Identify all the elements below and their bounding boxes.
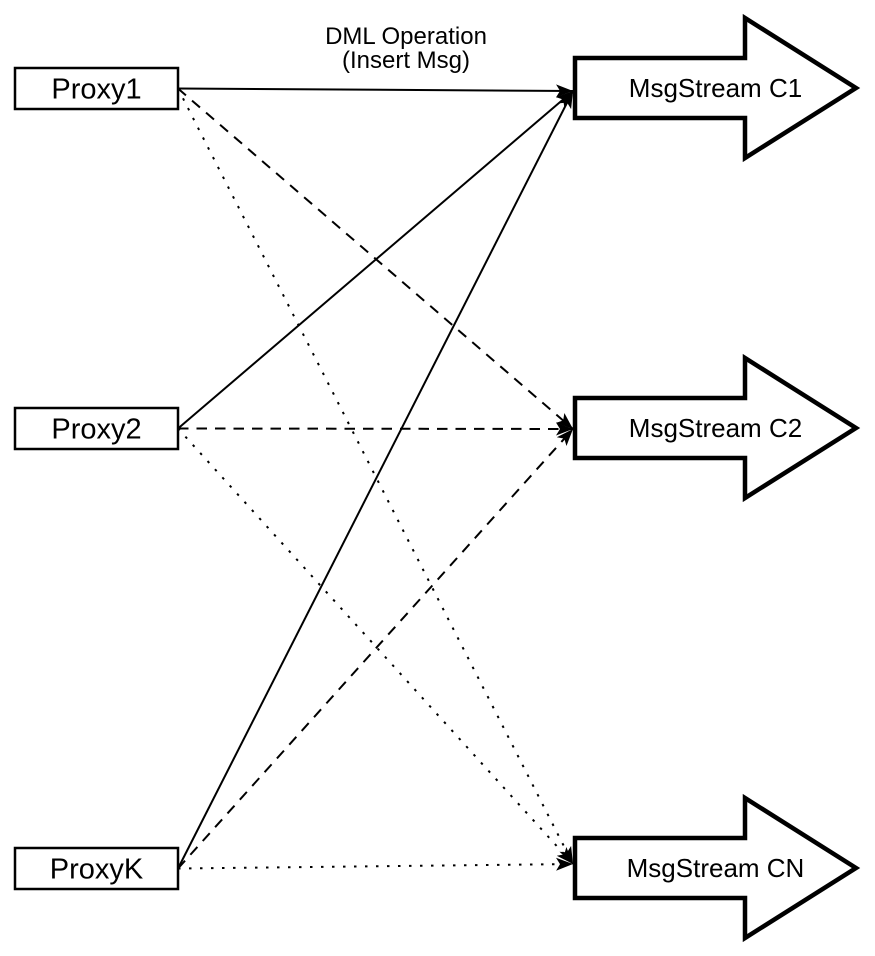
proxy-box <box>13 406 180 451</box>
block-arrow-shape <box>572 793 861 943</box>
edge-proxy1-c1 <box>177 84 574 98</box>
block-arrow-shape <box>572 13 861 163</box>
stream-node-c1: MsgStream C1 <box>572 13 861 163</box>
stream-nodes-layer: MsgStream C1 MsgStream C2 MsgStream CN <box>572 13 861 943</box>
edge-proxy1-cn <box>177 88 574 865</box>
proxy-label: ProxyK <box>50 854 144 886</box>
edge-proxy2-c2 <box>177 422 574 436</box>
proxy-node-proxy2: Proxy2 <box>13 406 180 451</box>
proxy-box <box>13 846 180 891</box>
edge-proxy1-c2 <box>177 87 574 430</box>
stream-label: MsgStream C1 <box>629 73 802 103</box>
edge-proxyk-c2 <box>177 428 574 870</box>
proxy-node-proxyk: ProxyK <box>13 846 180 891</box>
edge-proxyk-c1 <box>177 90 574 869</box>
proxy-label: Proxy2 <box>51 414 141 446</box>
block-arrow-shape <box>572 353 861 503</box>
dml-operation-label-line2: (Insert Msg) <box>342 47 470 74</box>
proxy-node-proxy1: Proxy1 <box>13 66 180 111</box>
stream-label: MsgStream CN <box>627 853 805 883</box>
dml-operation-label-line1: DML Operation <box>325 23 487 50</box>
edge-proxyk-cn <box>177 857 574 871</box>
proxy-label: Proxy1 <box>51 74 141 106</box>
stream-node-cn: MsgStream CN <box>572 793 861 943</box>
annotation-layer: DML Operation(Insert Msg) <box>325 23 487 74</box>
proxy-box <box>13 66 180 111</box>
stream-node-c2: MsgStream C2 <box>572 353 861 503</box>
stream-label: MsgStream C2 <box>629 413 802 443</box>
edges-layer <box>177 84 574 871</box>
